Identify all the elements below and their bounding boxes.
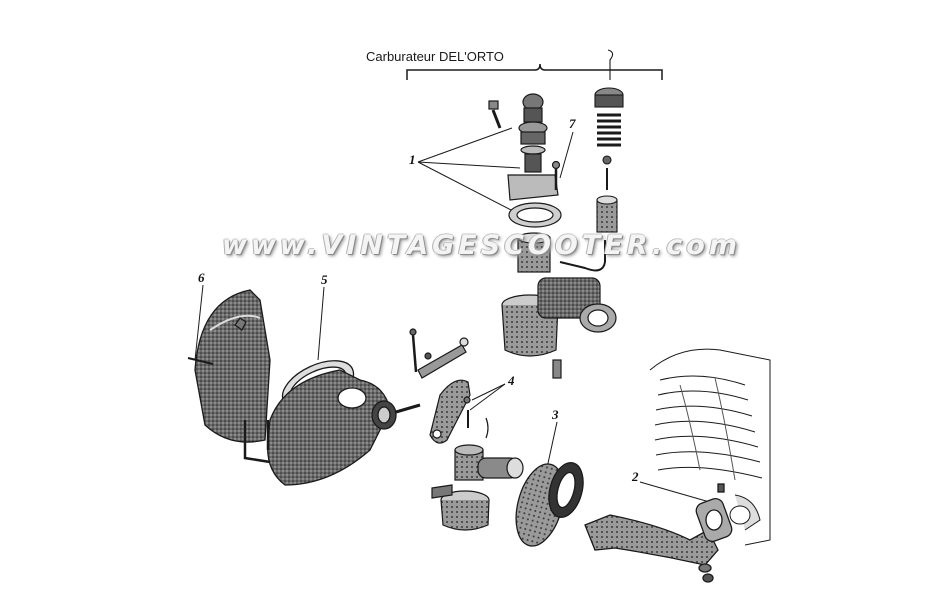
carburettor-body (501, 277, 617, 379)
intake-manifold (584, 483, 733, 583)
small-carburettor (431, 417, 524, 531)
diagram-title: Carburateur DEL'ORTO (366, 49, 504, 64)
callout-label-7: 7 (569, 116, 576, 131)
callout-label-5: 5 (321, 272, 328, 287)
callout-label-2: 2 (632, 469, 639, 484)
linkage-parts (409, 328, 471, 444)
callout-label-4: 4 (508, 373, 515, 388)
callout-label-1: 1 (409, 152, 416, 167)
callout-label-6: 6 (198, 270, 205, 285)
title-bracket (406, 63, 663, 80)
slide-spring-assembly (559, 49, 624, 272)
watermark: www.VINTAGESCOOTER.com (222, 230, 741, 261)
callout-label-3: 3 (552, 407, 559, 422)
air-filter-housing (187, 289, 421, 486)
engine-cylinder (649, 348, 771, 546)
intake-bell (515, 461, 584, 547)
carburettor-top-parts (488, 93, 562, 273)
